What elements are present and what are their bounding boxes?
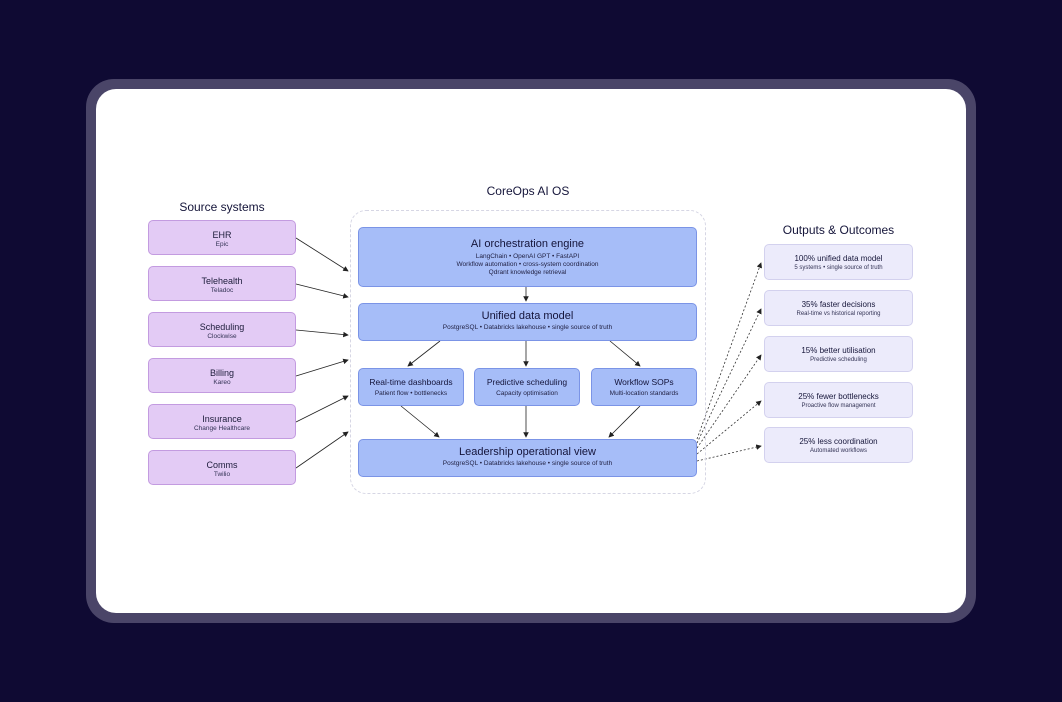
- engine-line-3: Qdrant knowledge retrieval: [488, 269, 567, 276]
- source-insurance: Insurance Change Healthcare: [148, 404, 296, 439]
- arrow-ehr: [295, 237, 349, 272]
- diagram-card: CoreOps AI OS Source systems Outputs & O…: [96, 89, 966, 613]
- arrow-scheduling: [295, 329, 349, 338]
- leadership-title: Leadership operational view: [459, 446, 596, 458]
- engine-line-1: LangChain • OpenAI GPT • FastAPI: [475, 253, 580, 260]
- output-less-coordination: 25% less coordination Automated workflow…: [764, 427, 913, 463]
- module-sub: Multi-location standards: [609, 390, 679, 397]
- unified-data-model: Unified data model PostgreSQL • Databric…: [358, 303, 697, 341]
- arrow-unified-sops: [609, 340, 641, 367]
- arrow-telehealth: [295, 283, 349, 299]
- output-title: 15% better utilisation: [801, 346, 876, 355]
- source-title: Telehealth: [201, 276, 243, 286]
- source-sub: Teladoc: [210, 287, 234, 294]
- source-telehealth: Telehealth Teladoc: [148, 266, 296, 301]
- ai-orchestration-engine: AI orchestration engine LangChain • Open…: [358, 227, 697, 287]
- dotted-arrow-output-1: [696, 262, 762, 440]
- arrow-insurance: [295, 395, 349, 423]
- source-scheduling: Scheduling Clockwise: [148, 312, 296, 347]
- module-realtime-dashboards: Real-time dashboards Patient flow • bott…: [358, 368, 464, 406]
- leadership-operational-view: Leadership operational view PostgreSQL •…: [358, 439, 697, 477]
- dotted-arrow-output-4: [696, 400, 762, 455]
- source-title: Insurance: [202, 414, 242, 424]
- source-sub: Epic: [215, 241, 229, 248]
- diagram-title: CoreOps AI OS: [486, 184, 570, 198]
- unified-sub: PostgreSQL • Databricks lakehouse • sing…: [442, 324, 613, 331]
- outputs-title: Outputs & Outcomes: [782, 223, 895, 237]
- arrow-sops-leadership: [608, 405, 641, 438]
- source-title: Billing: [209, 368, 234, 378]
- module-predictive-scheduling: Predictive scheduling Capacity optimisat…: [474, 368, 580, 406]
- dotted-arrow-output-2: [696, 308, 762, 444]
- source-sub: Change Healthcare: [193, 425, 250, 432]
- module-title: Real-time dashboards: [369, 377, 453, 387]
- source-sub: Kareo: [213, 379, 231, 386]
- core-os-container: [350, 210, 706, 494]
- arrow-comms: [295, 431, 349, 469]
- output-title: 35% faster decisions: [801, 300, 876, 309]
- output-faster-decisions: 35% faster decisions Real-time vs histor…: [764, 290, 913, 326]
- module-sub: Capacity optimisation: [496, 390, 558, 397]
- arrow-unified-dashboards: [407, 340, 441, 367]
- output-sub: 5 systems • single source of truth: [794, 265, 883, 271]
- source-sub: Clockwise: [207, 333, 237, 340]
- module-title: Workflow SOPs: [614, 377, 674, 387]
- dotted-arrow-output-3: [696, 354, 762, 449]
- source-billing: Billing Kareo: [148, 358, 296, 393]
- leadership-sub: PostgreSQL • Databricks lakehouse • sing…: [442, 460, 613, 467]
- arrow-billing: [295, 358, 349, 377]
- unified-title: Unified data model: [481, 310, 574, 322]
- module-title: Predictive scheduling: [486, 377, 568, 387]
- output-title: 25% less coordination: [799, 437, 878, 446]
- source-title: Scheduling: [199, 322, 245, 332]
- output-sub: Proactive flow management: [801, 403, 876, 409]
- module-sub: Patient flow • bottlenecks: [374, 390, 448, 397]
- engine-line-2: Workflow automation • cross-system coord…: [456, 261, 599, 268]
- output-title: 100% unified data model: [794, 254, 883, 263]
- arrow-dashboards-leadership: [400, 405, 440, 438]
- connector-lines: [295, 237, 762, 469]
- output-sub: Predictive scheduling: [810, 357, 867, 363]
- source-ehr: EHR Epic: [148, 220, 296, 255]
- source-sub: Twilio: [213, 471, 231, 478]
- output-sub: Real-time vs historical reporting: [796, 311, 881, 317]
- source-title: EHR: [212, 230, 232, 240]
- engine-title: AI orchestration engine: [470, 238, 585, 250]
- source-comms: Comms Twilio: [148, 450, 296, 485]
- output-fewer-bottlenecks: 25% fewer bottlenecks Proactive flow man…: [764, 382, 913, 418]
- module-workflow-sops: Workflow SOPs Multi-location standards: [591, 368, 697, 406]
- source-title: Comms: [206, 460, 238, 470]
- output-sub: Automated workflows: [809, 448, 868, 454]
- source-systems-title: Source systems: [179, 200, 265, 214]
- output-better-utilisation: 15% better utilisation Predictive schedu…: [764, 336, 913, 372]
- output-title: 25% fewer bottlenecks: [798, 392, 879, 401]
- dotted-arrow-output-5: [696, 444, 762, 462]
- output-unified-data: 100% unified data model 5 systems • sing…: [764, 244, 913, 280]
